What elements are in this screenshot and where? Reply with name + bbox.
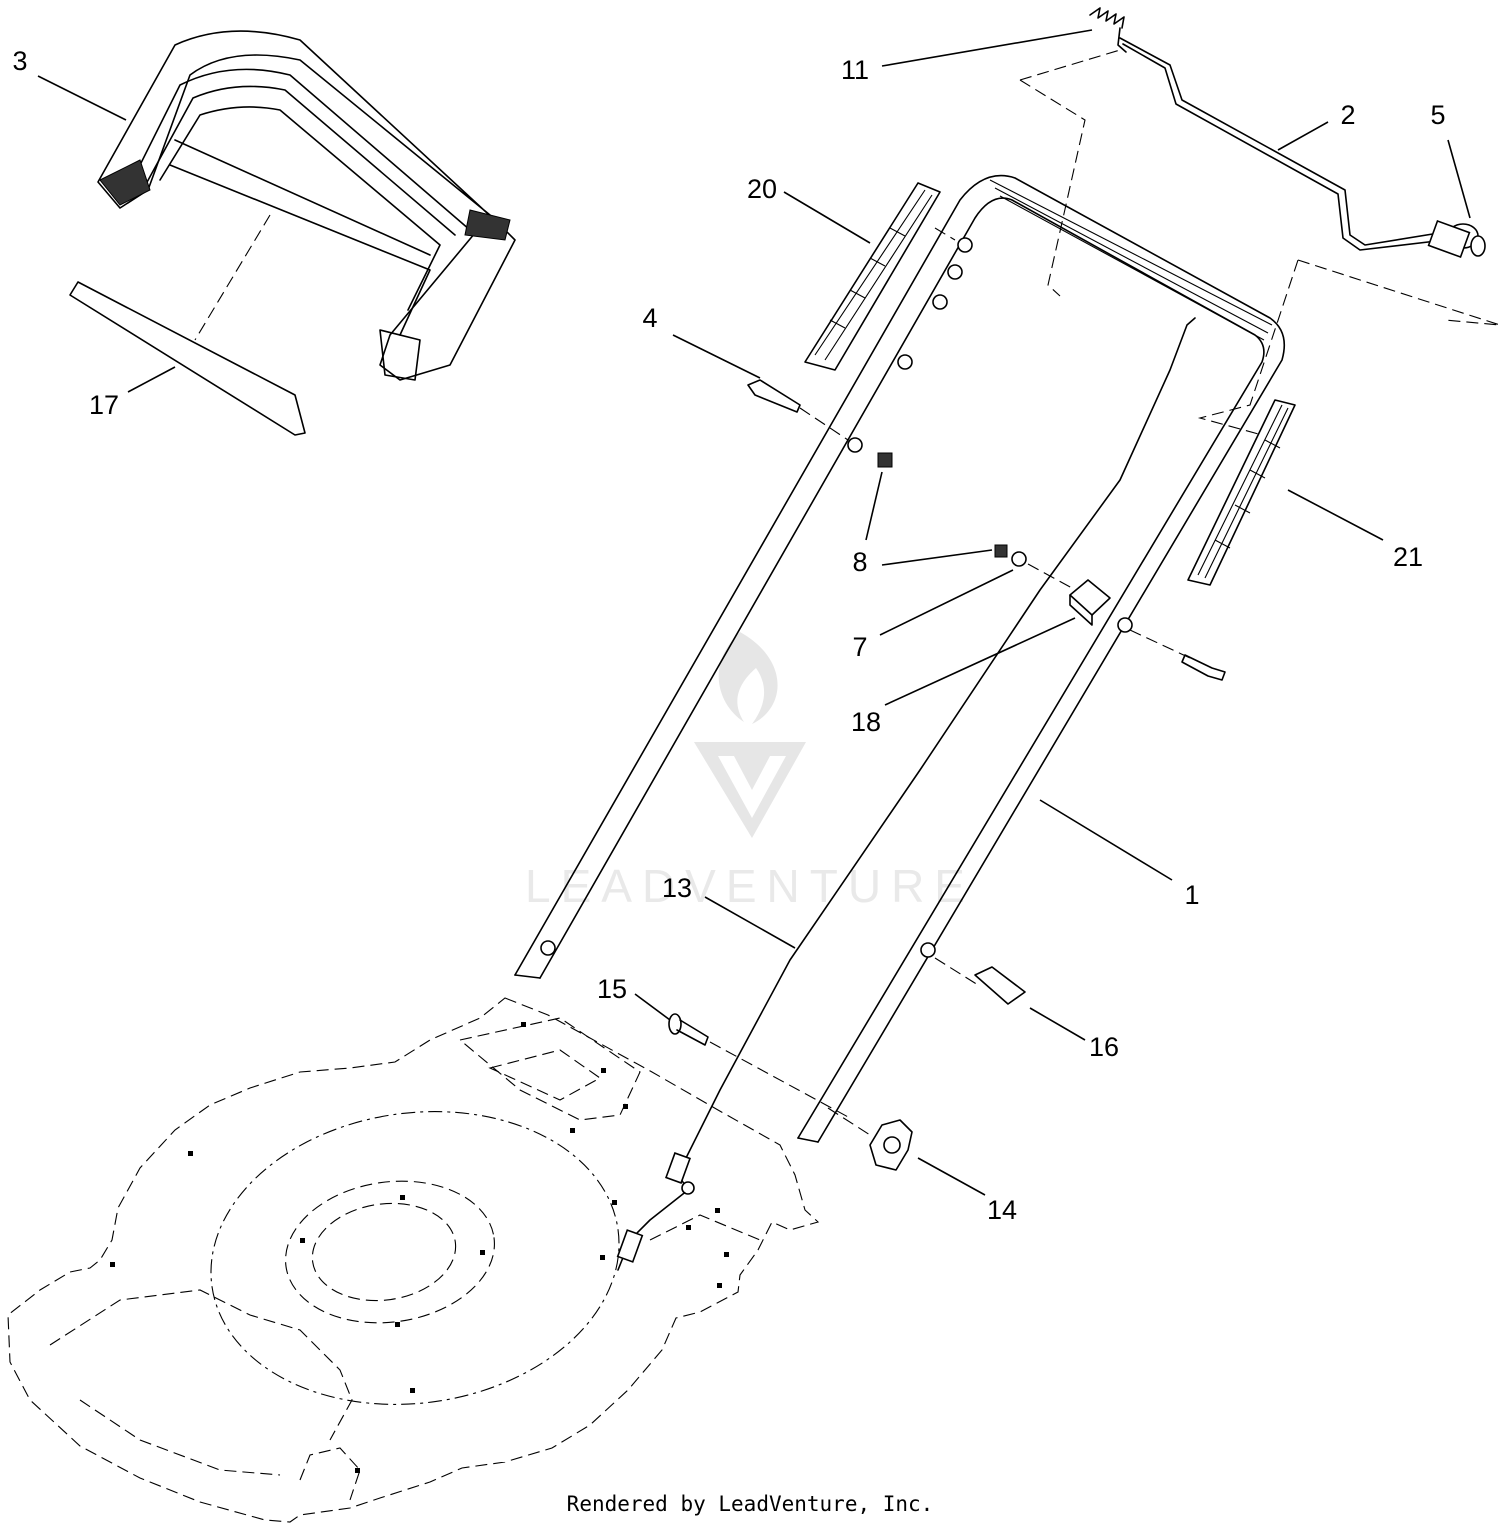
callout-16: 16 — [1029, 1007, 1119, 1062]
svg-text:11: 11 — [841, 55, 869, 85]
svg-text:1: 1 — [1184, 880, 1199, 910]
carriage-bolt — [1129, 629, 1226, 681]
callout-2: 2 — [1277, 100, 1356, 151]
handle-cover-right — [1187, 399, 1296, 586]
handle-hole — [957, 237, 973, 253]
watermark-logo — [694, 632, 806, 838]
callout-5: 5 — [1430, 100, 1471, 219]
handle-hole — [847, 437, 863, 453]
spacer — [934, 957, 1026, 1005]
deck-holes — [110, 1022, 729, 1473]
callout-4: 4 — [642, 303, 761, 379]
handle-hole — [920, 942, 936, 958]
upper-handle — [514, 174, 1286, 1143]
bag-plate — [69, 281, 306, 436]
handle-hole — [540, 940, 556, 956]
svg-text:20: 20 — [747, 174, 777, 204]
svg-text:21: 21 — [1393, 542, 1423, 572]
svg-text:16: 16 — [1089, 1032, 1119, 1062]
callout-21: 21 — [1287, 489, 1423, 572]
control-cable — [616, 317, 1196, 1271]
mower-deck — [7, 997, 820, 1523]
svg-text:4: 4 — [642, 303, 657, 333]
grass-bag-handle — [97, 30, 516, 381]
watermark-text: LEADVENTURE — [525, 860, 975, 912]
svg-text:2: 2 — [1340, 100, 1355, 130]
callout-8-lower — [881, 549, 993, 566]
svg-text:8: 8 — [852, 547, 867, 577]
svg-text:3: 3 — [12, 46, 27, 76]
svg-text:5: 5 — [1430, 100, 1445, 130]
handle-cover-left — [804, 182, 941, 371]
handle-hole — [897, 354, 913, 370]
callout-15: 15 — [597, 974, 671, 1021]
callout-20: 20 — [747, 174, 871, 244]
locknut — [877, 452, 893, 468]
callout-3: 3 — [12, 46, 127, 121]
handle-hole — [932, 294, 948, 310]
locknut-lower — [994, 544, 1073, 589]
svg-text:13: 13 — [662, 873, 692, 903]
bail-bar — [1019, 37, 1500, 436]
handle-knob — [869, 1119, 913, 1171]
handle-hole — [1117, 617, 1133, 633]
svg-text:15: 15 — [597, 974, 627, 1004]
callout-17: 17 — [89, 366, 176, 420]
callout-8-upper: 8 — [852, 471, 883, 577]
callout-18: 18 — [851, 617, 1076, 737]
pivot-bushing — [1427, 219, 1486, 259]
shoulder-bolt — [668, 1013, 851, 1119]
callout-14: 14 — [917, 1157, 1017, 1225]
handle-hole — [947, 264, 963, 280]
callout-1: 1 — [1039, 799, 1200, 910]
footer-credit: Rendered by LeadVenture, Inc. — [566, 1492, 934, 1516]
svg-text:7: 7 — [852, 632, 867, 662]
callout-11: 11 — [841, 29, 1093, 85]
svg-text:18: 18 — [851, 707, 881, 737]
svg-text:17: 17 — [89, 390, 119, 420]
bolt — [747, 379, 849, 441]
spring — [1089, 7, 1127, 53]
cable-guide — [1069, 579, 1111, 626]
callout-7: 7 — [852, 569, 1014, 662]
callout-13: 13 — [662, 873, 796, 949]
svg-text:14: 14 — [987, 1195, 1017, 1225]
